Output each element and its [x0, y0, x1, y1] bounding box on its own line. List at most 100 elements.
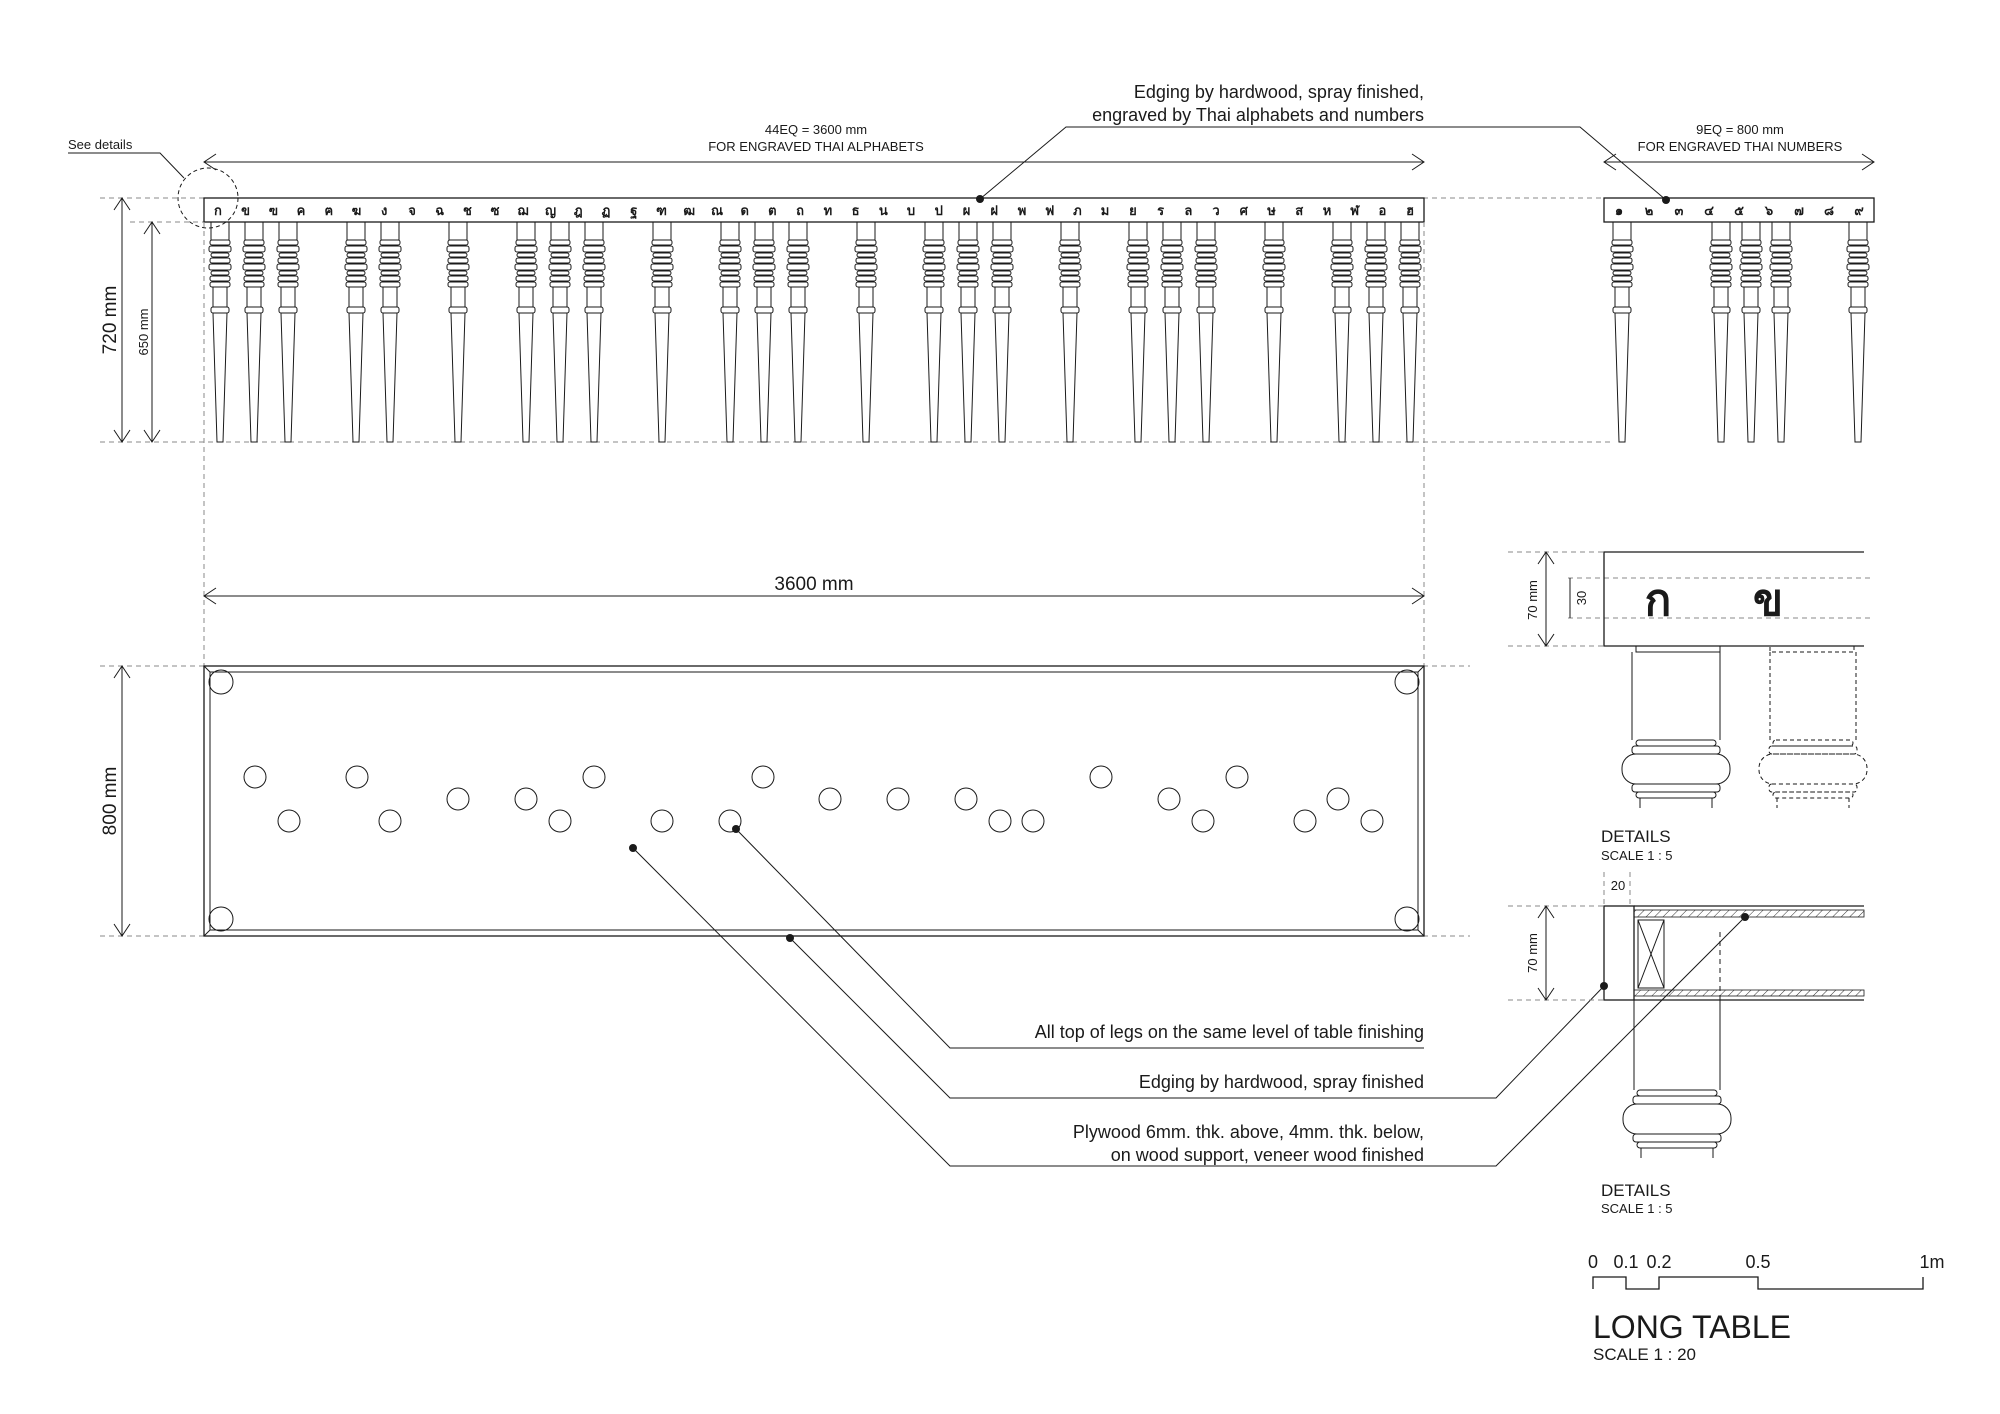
engraved-alphabet-11: ซ — [491, 204, 500, 219]
alphabet-dim-top: 44EQ = 3600 mm — [765, 122, 867, 137]
leg-top-circle — [514, 787, 538, 811]
detail-bottom-height: 70 mm — [1525, 933, 1540, 973]
leg-top-circle — [446, 787, 470, 811]
detail-glyph-1: ก — [1645, 575, 1672, 626]
leg-top-circle — [1394, 669, 1420, 695]
engraved-alphabet-12: ฌ — [517, 204, 528, 219]
engraved-alphabet-13: ญ — [545, 204, 556, 219]
note-edging: Edging by hardwood, spray finished — [1139, 1072, 1424, 1092]
tabletop-edging — [203, 197, 1425, 223]
edging-note-line2: engraved by Thai alphabets and numbers — [1092, 105, 1424, 125]
engraved-alphabet-31: ฟ — [1045, 204, 1054, 219]
engraved-alphabet-23: ท — [824, 204, 833, 219]
table-leg — [1846, 221, 1870, 443]
engraved-alphabet-30: พ — [1018, 204, 1027, 219]
tabletop-plan-inner — [209, 671, 1419, 931]
plan-width-label: 800 mm — [100, 767, 121, 836]
note-legs: All top of legs on the same level of tab… — [1035, 1022, 1424, 1042]
engraved-alphabet-26: บ — [907, 204, 915, 219]
engraved-alphabet-43: อ — [1378, 204, 1386, 219]
engraved-number-7: ๗ — [1794, 204, 1804, 219]
engraved-number-1: ๑ — [1615, 204, 1623, 219]
table-leg — [1126, 221, 1150, 443]
short-elevation: 9EQ = 800 mm FOR ENGRAVED THAI NUMBERS ๑… — [1603, 122, 1875, 443]
engraved-alphabet-41: ห — [1323, 204, 1332, 219]
leg-top-circle — [718, 809, 742, 833]
engraved-alphabet-6: ฆ — [352, 204, 362, 219]
plan-view: 3600 mm 800 mm All top of legs on the sa… — [100, 222, 1749, 1167]
drawing-title: LONG TABLE — [1593, 1309, 1791, 1345]
scale-bar: 0 0.1 0.2 0.5 1m — [1588, 1252, 1945, 1290]
table-leg — [854, 221, 878, 443]
engraved-alphabet-16: ฐ — [630, 204, 637, 220]
engraved-alphabet-44: ฮ — [1406, 204, 1414, 219]
table-leg — [1739, 221, 1763, 443]
engraved-alphabet-8: จ — [408, 204, 416, 219]
leg-tops-plan — [208, 669, 1420, 932]
detail-top-engrave: 30 — [1574, 591, 1589, 605]
table-leg — [990, 221, 1014, 443]
engraved-number-4: ๔ — [1704, 204, 1714, 219]
engraved-alphabet-9: ฉ — [435, 204, 444, 219]
leg-top-circle — [1021, 809, 1045, 833]
table-leg — [718, 221, 742, 443]
scale-tick-0: 0 — [1588, 1252, 1598, 1272]
engraved-alphabet-21: ต — [768, 204, 776, 219]
engraved-alphabet-34: ย — [1129, 204, 1137, 219]
leg-top-circle — [818, 787, 842, 811]
engraved-number-2: ๒ — [1645, 204, 1654, 219]
table-leg — [1709, 221, 1733, 443]
table-leg — [752, 221, 776, 443]
leg-top-circle — [208, 669, 234, 695]
table-leg — [344, 221, 368, 443]
detail-top-scale: SCALE 1 : 5 — [1601, 848, 1673, 863]
engraved-alphabet-37: ว — [1212, 204, 1219, 219]
alphabet-dim-bottom: FOR ENGRAVED THAI ALPHABETS — [708, 139, 924, 154]
title-block: LONG TABLE SCALE 1 : 20 — [1593, 1309, 1791, 1364]
engraved-alphabet-18: ฒ — [683, 204, 695, 219]
engraved-alphabet-29: ฝ — [990, 204, 998, 219]
engraved-alphabet-15: ฏ — [602, 204, 611, 219]
detail-bottom-scale: SCALE 1 : 5 — [1601, 1201, 1673, 1216]
scale-tick-3: 0.5 — [1745, 1252, 1770, 1272]
engraved-alphabet-1: ก — [214, 204, 222, 219]
long-elevation: 44EQ = 3600 mm FOR ENGRAVED THAI ALPHABE… — [68, 82, 1670, 443]
table-leg — [956, 221, 980, 443]
leg-top-circle — [582, 765, 606, 789]
engraved-alphabet-17: ฑ — [656, 204, 667, 219]
leg-top-circle — [1191, 809, 1215, 833]
engraved-number-9: ๙ — [1854, 204, 1864, 219]
table-leg — [208, 221, 232, 443]
scale-tick-4: 1m — [1919, 1252, 1944, 1272]
leg-top-circle — [243, 765, 267, 789]
leg-top-circle — [345, 765, 369, 789]
numbers-dim-top: 9EQ = 800 mm — [1696, 122, 1784, 137]
engraved-alphabet-5: ฅ — [324, 204, 333, 219]
engraved-alphabet-2: ข — [241, 204, 250, 219]
engraved-number-3: ๓ — [1675, 204, 1684, 219]
detail-engraving: 70 mm 30 ก ข DETAILS SCALE 1 : 5 — [1508, 551, 1870, 863]
engraved-alphabet-33: ม — [1101, 204, 1110, 219]
height-total-label: 720 mm — [100, 286, 121, 355]
engraved-alphabet-20: ด — [740, 204, 748, 219]
note-plywood-line2: on wood support, veneer wood finished — [1111, 1145, 1424, 1165]
table-leg — [242, 221, 266, 443]
engraved-alphabet-14: ฎ — [574, 204, 583, 219]
table-leg — [1610, 221, 1634, 443]
table-leg — [922, 221, 946, 443]
engraved-alphabet-27: ป — [935, 204, 943, 219]
engraved-alphabet-39: ษ — [1266, 204, 1276, 219]
engraved-alphabet-28: ผ — [963, 204, 971, 219]
thai-alphabet-engravings: กขฃคฅฆงจฉชซฌญฎฏฐฑฒณดตถทธนบปผฝพฟภมยรลวศษส… — [214, 204, 1414, 220]
engraved-alphabet-40: ส — [1295, 204, 1303, 219]
engraved-alphabet-22: ถ — [796, 204, 804, 219]
leg-top-circle — [886, 787, 910, 811]
engraved-alphabet-42: ฬ — [1350, 204, 1360, 219]
engraved-alphabet-7: ง — [381, 204, 387, 219]
table-leg — [1330, 221, 1354, 443]
leg-top-circle — [548, 809, 572, 833]
engraved-number-6: ๖ — [1764, 204, 1773, 219]
table-leg — [514, 221, 538, 443]
table-leg — [548, 221, 572, 443]
detail-bottom-width: 20 — [1611, 878, 1625, 893]
